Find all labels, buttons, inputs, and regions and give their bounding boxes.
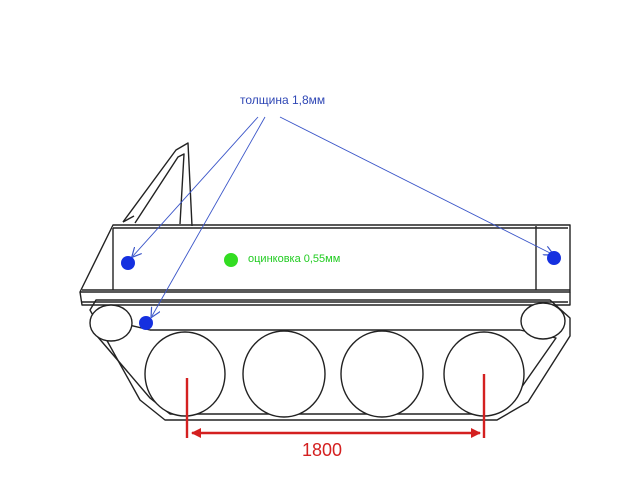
blue-marker-lower <box>139 316 153 330</box>
road-wheel-1 <box>144 331 226 417</box>
leader-lines <box>133 116 552 316</box>
front-idler-wheel <box>89 304 133 342</box>
blue-marker-rear <box>547 251 561 265</box>
road-wheel-3 <box>340 330 424 418</box>
windshield <box>122 142 193 227</box>
dimension <box>185 374 486 438</box>
leader-to-rear-marker <box>279 116 552 254</box>
road-wheels <box>144 330 525 418</box>
leader-to-front-marker <box>133 116 259 256</box>
windshield-base <box>122 215 135 223</box>
thickness-label: толщина 1,8мм <box>240 93 325 107</box>
windshield-outer <box>122 142 193 227</box>
track-outer <box>89 299 571 421</box>
idler-wheels <box>89 302 566 342</box>
road-wheel-2 <box>242 330 326 418</box>
galvanized-label: оцинковка 0,55мм <box>248 253 340 265</box>
markers <box>121 251 561 330</box>
leader-to-lower-marker <box>152 116 266 316</box>
dimension-label: 1800 <box>302 440 342 460</box>
rear-idler-wheel <box>520 302 566 340</box>
hull <box>79 224 571 306</box>
windshield-inner <box>134 153 185 225</box>
hull-upper-outline <box>79 224 571 293</box>
blue-marker-front <box>121 256 135 270</box>
hull-band <box>79 291 571 306</box>
green-marker <box>224 253 238 267</box>
